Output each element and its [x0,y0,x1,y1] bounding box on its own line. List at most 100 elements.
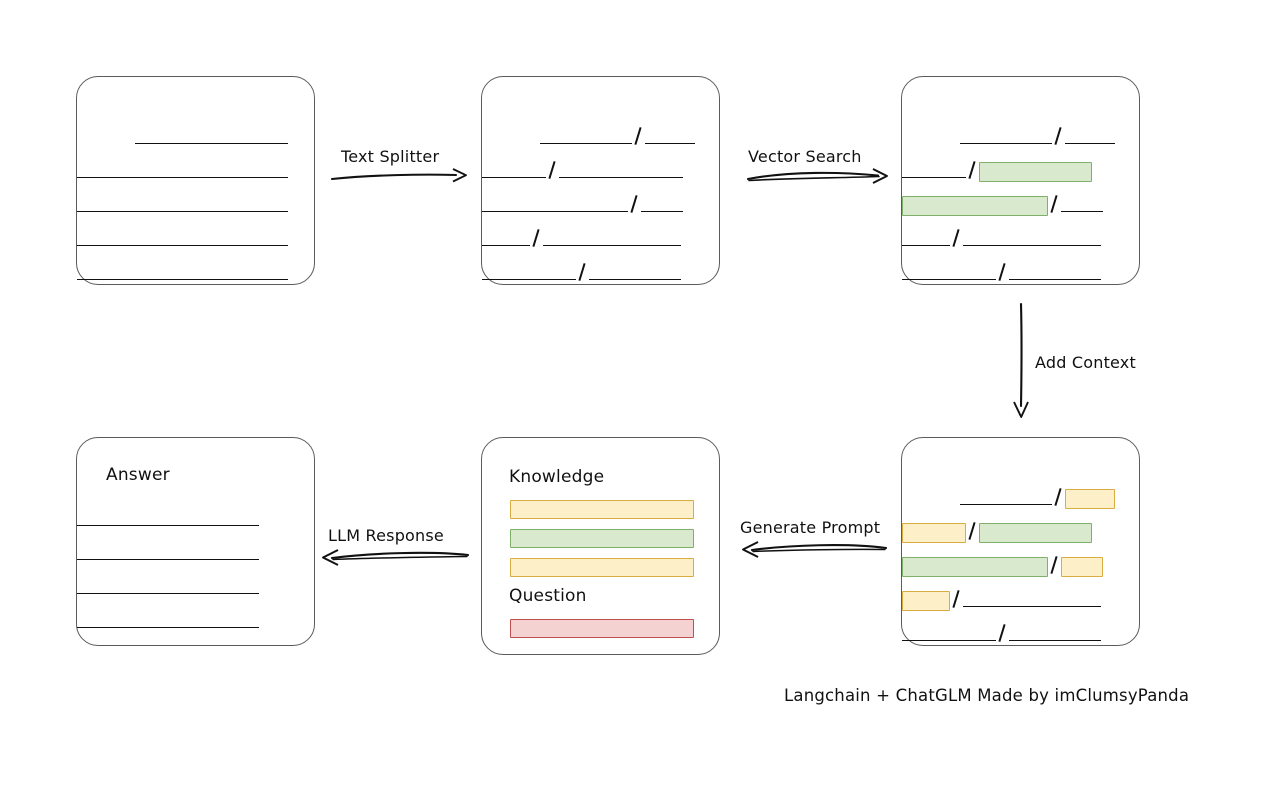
text-line-segment [77,211,288,212]
arrow-label-llm-response: LLM Response [328,526,444,545]
highlighted-chunk-yellow [1065,489,1115,509]
doc-row [902,557,1139,577]
doc-row [902,267,1139,281]
arrow-label-add-context: Add Context [1035,353,1136,372]
doc-row [902,591,1139,611]
text-line-segment [963,245,1101,246]
doc-row [902,196,1139,216]
doc-row [482,233,719,247]
answer-box: Answer [76,437,315,646]
doc-row [77,267,314,281]
chunk-separator-slash [530,230,543,247]
arrow-text-splitter [330,168,467,183]
doc-row [77,513,314,527]
doc-row [77,131,314,145]
doc-row [902,162,1139,182]
context-chunks-lines [902,438,1139,645]
arrow-vector-search [746,168,888,184]
text-line-segment [540,143,632,144]
text-line-segment [482,245,530,246]
prompt-bar-green [510,529,694,548]
text-line-segment [1009,279,1101,280]
text-line-segment [482,177,546,178]
chunk-separator-slash [966,523,979,540]
chunk-separator-slash [950,591,963,608]
split-chunks-box [481,76,720,285]
doc-row [482,199,719,213]
text-line-segment [482,211,628,212]
prompt-bar-red [510,619,694,638]
credit-text: Langchain + ChatGLM Made by imClumsyPand… [784,686,1190,705]
text-line-segment [482,279,576,280]
doc-row [482,165,719,179]
answer-heading: Answer [106,465,170,485]
split-chunks-lines [482,77,719,284]
highlighted-chunk-yellow [902,523,966,543]
text-line-segment [902,279,996,280]
prompt-box: Knowledge Question [481,437,720,655]
highlighted-chunk-green [902,196,1048,216]
text-line-segment [77,593,259,594]
chunk-separator-slash [628,196,641,213]
highlighted-chunk-green [979,523,1092,543]
answer-lines [77,438,314,645]
text-line-segment [1065,143,1115,144]
knowledge-heading: Knowledge [509,467,605,487]
arrow-llm-response [322,549,470,566]
chunk-separator-slash [996,625,1009,642]
highlighted-chunk-green [902,557,1048,577]
text-line-segment [543,245,681,246]
text-line-segment [1009,640,1101,641]
text-line-segment [77,525,259,526]
arrow-generate-prompt [742,541,888,558]
chunk-separator-slash [950,230,963,247]
text-line-segment [589,279,681,280]
chunk-separator-slash [576,264,589,281]
highlighted-chunk-green [979,162,1092,182]
chunk-separator-slash [996,264,1009,281]
text-line-segment [902,245,950,246]
question-heading: Question [509,586,587,606]
chunk-separator-slash [1048,196,1061,213]
chunk-separator-slash [632,128,645,145]
chunk-separator-slash [966,162,979,179]
matched-chunks-box [901,76,1140,285]
chunk-separator-slash [546,162,559,179]
matched-chunks-lines [902,77,1139,284]
highlighted-chunk-yellow [902,591,950,611]
text-line-segment [645,143,695,144]
text-line-segment [77,245,288,246]
text-line-segment [963,606,1101,607]
doc-row [77,233,314,247]
text-line-segment [1061,211,1103,212]
chunk-separator-slash [1052,489,1065,506]
text-line-segment [960,504,1052,505]
source-document-box [76,76,315,285]
prompt-bar-yellow [510,500,694,519]
source-document-lines [77,77,314,284]
doc-row [902,628,1139,642]
text-line-segment [77,627,259,628]
text-line-segment [641,211,683,212]
prompt-bar-yellow [510,558,694,577]
chunk-separator-slash [1052,128,1065,145]
doc-row [77,199,314,213]
doc-row [77,547,314,561]
arrow-add-context [1013,302,1029,418]
text-line-segment [902,640,996,641]
arrow-label-generate-prompt: Generate Prompt [740,518,881,537]
doc-row [482,267,719,281]
chunk-separator-slash [1048,557,1061,574]
text-line-segment [77,177,288,178]
doc-row [902,523,1139,543]
text-line-segment [559,177,683,178]
doc-row [902,131,1139,145]
arrow-label-vector-search: Vector Search [748,147,862,166]
doc-row [902,489,1139,509]
text-line-segment [960,143,1052,144]
text-line-segment [135,143,288,144]
highlighted-chunk-yellow [1061,557,1103,577]
doc-row [77,165,314,179]
doc-row [482,131,719,145]
